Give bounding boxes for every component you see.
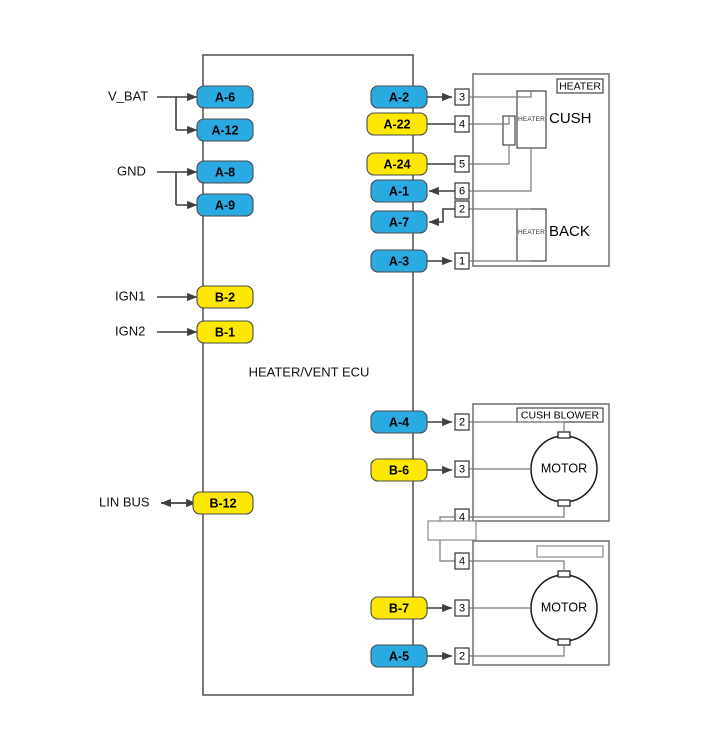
connector-a-4[interactable]: A-4 bbox=[370, 410, 428, 434]
back-blower-pin-2: 2 bbox=[454, 647, 470, 665]
back-blower-pin-4: 4 bbox=[454, 552, 470, 570]
back-wire-pin4 bbox=[467, 560, 565, 571]
connector-b-1[interactable]: B-1 bbox=[196, 320, 254, 344]
back-motor-brush-top bbox=[557, 570, 571, 578]
connector-a-3[interactable]: A-3 bbox=[370, 249, 428, 273]
back-blower-body bbox=[472, 540, 610, 666]
connector-a-5-label: A-5 bbox=[389, 649, 409, 663]
back-blower-pin-3-num: 3 bbox=[459, 602, 465, 614]
heater-cush-element bbox=[516, 90, 547, 149]
lead-gnd-trunk bbox=[157, 171, 177, 205]
connector-b-2[interactable]: B-2 bbox=[196, 285, 254, 309]
connector-a-8-label: A-8 bbox=[215, 165, 235, 179]
cush-blower-title: CUSH BLOWER bbox=[521, 409, 600, 421]
heater-wire-pin6 bbox=[467, 148, 532, 192]
connector-a-5[interactable]: A-5 bbox=[370, 644, 428, 668]
connector-b-12-label: B-12 bbox=[209, 496, 236, 510]
cush-blower-body bbox=[472, 403, 610, 522]
back-blower-motor-label: MOTOR bbox=[541, 600, 587, 614]
heater-pin-4-num: 4 bbox=[459, 118, 465, 130]
connector-a-24-label: A-24 bbox=[383, 157, 410, 171]
heater-pin-5: 5 bbox=[454, 155, 470, 173]
connector-b-12[interactable]: B-12 bbox=[192, 491, 254, 515]
heater-back-element bbox=[516, 208, 547, 262]
ecu-title: HEATER/VENT ECU bbox=[249, 364, 370, 379]
splice-wire-lower bbox=[439, 540, 455, 562]
back-blower-pin-4-num: 4 bbox=[459, 555, 465, 567]
back-blower-title-frame bbox=[536, 545, 604, 558]
connector-a-3-label: A-3 bbox=[389, 254, 409, 268]
heater-pin-2-num: 2 bbox=[459, 203, 465, 215]
signal-label-ign2: IGN2 bbox=[115, 323, 145, 338]
cush-blower-pin-3-num: 3 bbox=[459, 463, 465, 475]
heater-wire-pin5 bbox=[467, 145, 510, 165]
cush-blower-motor-label: MOTOR bbox=[541, 461, 587, 475]
harness-pin2-a7 bbox=[428, 208, 455, 227]
back-blower-pin-2-num: 2 bbox=[459, 650, 465, 662]
connector-a-6[interactable]: A-6 bbox=[196, 85, 254, 109]
cush-blower-pin-2: 2 bbox=[454, 413, 470, 431]
heater-pin-6-num: 6 bbox=[459, 185, 465, 197]
heater-pin-2: 2 bbox=[454, 200, 470, 218]
heater-pin-6: 6 bbox=[454, 182, 470, 200]
connector-a-1[interactable]: A-1 bbox=[370, 179, 428, 203]
signal-label-gnd: GND bbox=[117, 163, 146, 178]
connector-b-7-label: B-7 bbox=[389, 601, 409, 615]
connector-a-9-label: A-9 bbox=[215, 198, 235, 212]
connector-a-12-label: A-12 bbox=[211, 123, 238, 137]
connector-a-12[interactable]: A-12 bbox=[196, 118, 254, 142]
signal-label-lin-bus: LIN BUS bbox=[99, 494, 150, 509]
heater-back-name: BACK bbox=[549, 223, 590, 240]
connector-a-8[interactable]: A-8 bbox=[196, 160, 254, 184]
connector-b-1-label: B-1 bbox=[215, 325, 235, 339]
heater-pin-1-num: 1 bbox=[459, 255, 465, 267]
cush-wire-pin4 bbox=[467, 506, 565, 518]
lead-v-bat-trunk bbox=[157, 96, 177, 130]
back-blower-pin-3: 3 bbox=[454, 599, 470, 617]
heater-wire-pin3 bbox=[467, 91, 532, 98]
cush-motor-brush-top bbox=[557, 431, 571, 439]
cush-blower-pin-4-num: 4 bbox=[459, 511, 465, 523]
back-motor-brush-bottom bbox=[557, 638, 571, 646]
connector-b-6-label: B-6 bbox=[389, 463, 409, 477]
connector-a-2-label: A-2 bbox=[389, 90, 409, 104]
connector-b-7[interactable]: B-7 bbox=[370, 596, 428, 620]
cush-blower-pin-2-num: 2 bbox=[459, 416, 465, 428]
connector-a-9[interactable]: A-9 bbox=[196, 193, 254, 217]
heater-title: HEATER bbox=[559, 80, 601, 92]
connector-a-22-label: A-22 bbox=[383, 117, 410, 131]
splice-wire-upper bbox=[439, 516, 455, 521]
connector-a-4-label: A-4 bbox=[389, 415, 409, 429]
signal-label-ign1: IGN1 bbox=[115, 288, 145, 303]
heater-pin-1: 1 bbox=[454, 252, 470, 270]
cush-blower-pin-3: 3 bbox=[454, 460, 470, 478]
heater-assembly-body bbox=[472, 73, 610, 267]
heater-pin-3: 3 bbox=[454, 88, 470, 106]
heater-wire-pin4 bbox=[467, 116, 510, 125]
pin4-splice-box bbox=[427, 520, 477, 541]
connector-a-7-label: A-7 bbox=[389, 215, 409, 229]
heater-pin-4: 4 bbox=[454, 115, 470, 133]
connector-a-6-label: A-6 bbox=[215, 90, 235, 104]
signal-label-v-bat: V_BAT bbox=[108, 88, 148, 103]
connector-a-7[interactable]: A-7 bbox=[370, 210, 428, 234]
heater-title-frame bbox=[556, 78, 604, 94]
connector-a-22[interactable]: A-22 bbox=[366, 112, 428, 136]
heater-cush-element-tag: HEATER bbox=[518, 116, 545, 123]
connector-a-24[interactable]: A-24 bbox=[366, 152, 428, 176]
connector-b-2-label: B-2 bbox=[215, 290, 235, 304]
heater-cush-name: CUSH bbox=[549, 110, 592, 127]
cush-motor-brush-bottom bbox=[557, 499, 571, 507]
back-wire-pin2 bbox=[467, 645, 565, 657]
connector-b-6[interactable]: B-6 bbox=[370, 458, 428, 482]
heater-back-element-tag: HEATER bbox=[518, 229, 545, 236]
connector-a-2[interactable]: A-2 bbox=[370, 85, 428, 109]
heater-pin-5-num: 5 bbox=[459, 158, 465, 170]
cush-wire-pin2 bbox=[467, 421, 565, 432]
connector-a-1-label: A-1 bbox=[389, 184, 409, 198]
heater-pin-3-num: 3 bbox=[459, 91, 465, 103]
